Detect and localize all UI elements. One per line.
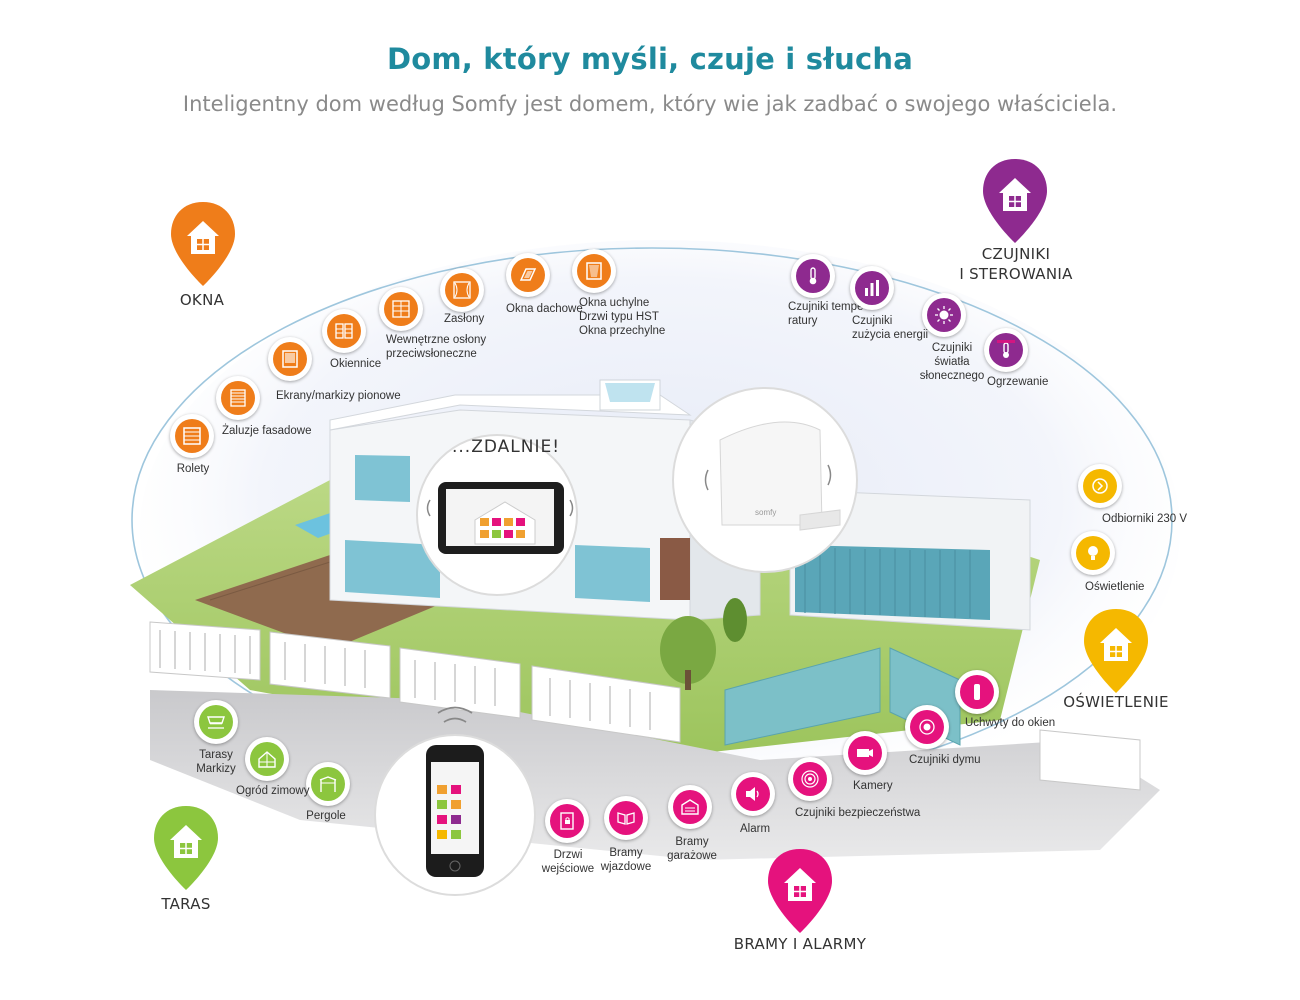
item-label-tarasy: Tarasy Markizy bbox=[196, 749, 236, 775]
heating-thermometer-icon[interactable] bbox=[984, 328, 1028, 372]
phone-bubble bbox=[374, 706, 536, 896]
remote-label: ...ZDALNIE! bbox=[452, 437, 561, 457]
entrance-gate bbox=[724, 647, 881, 746]
item-label-czujniki-dymu: Czujniki dymu bbox=[909, 754, 981, 766]
item-label-czujniki-bezp: Czujniki bezpieczeństwa bbox=[795, 807, 921, 819]
item-label-oslony: Wewnętrzne osłony przeciwsłoneczne bbox=[386, 334, 487, 360]
item-label-czujniki-swiatla: Czujniki światła słonecznego bbox=[919, 342, 985, 382]
item-label-alarm: Alarm bbox=[740, 823, 771, 835]
item-label-ogrod: Ogród zimowy bbox=[236, 785, 310, 797]
shutters-icon[interactable] bbox=[322, 309, 366, 353]
item-label-uchwyty: Uchwyty do okien bbox=[965, 717, 1056, 729]
bramy-pin-icon[interactable] bbox=[764, 845, 836, 941]
driveway-gate-icon[interactable] bbox=[604, 796, 648, 840]
item-label-oswietlenie: Oświetlenie bbox=[1085, 581, 1145, 593]
roof-window-icon[interactable] bbox=[506, 253, 550, 297]
conservatory-icon[interactable] bbox=[245, 737, 289, 781]
item-label-kamery: Kamery bbox=[853, 780, 893, 792]
vertical-screen-icon[interactable] bbox=[268, 337, 312, 381]
energy-bars-icon[interactable] bbox=[850, 266, 894, 310]
item-label-pergole: Pergole bbox=[306, 810, 346, 822]
sun-icon[interactable] bbox=[922, 293, 966, 337]
category-okna: OKNA bbox=[179, 291, 225, 309]
plug-icon[interactable] bbox=[1078, 464, 1122, 508]
czujniki-pin-icon[interactable] bbox=[979, 155, 1051, 251]
page-title: Dom, który myśli, czuje i słucha bbox=[386, 42, 913, 76]
okna-pin-icon[interactable] bbox=[167, 198, 239, 294]
page-subtitle: Inteligentny dom według Somfy jest domem… bbox=[182, 92, 1118, 116]
item-label-rolety: Rolety bbox=[176, 463, 210, 475]
pergola-icon[interactable] bbox=[306, 762, 350, 806]
ground-window bbox=[345, 540, 440, 598]
item-label-okna-uchylne: Okna uchylne Drzwi typu HST Okna przechy… bbox=[579, 297, 666, 337]
curtain-icon[interactable] bbox=[440, 268, 484, 312]
category-bramy: BRAMY I ALARMY bbox=[733, 935, 867, 953]
window-handle-icon[interactable] bbox=[955, 670, 999, 714]
smoke-detector-icon[interactable] bbox=[905, 705, 949, 749]
oswietlenie-pin-icon[interactable] bbox=[1080, 605, 1152, 701]
item-label-okna-dachowe: Okna dachowe bbox=[506, 303, 583, 315]
garage-door-icon[interactable] bbox=[668, 785, 712, 829]
garage-door bbox=[795, 545, 990, 620]
item-label-zaslony: Zasłony bbox=[444, 313, 485, 325]
tilt-window-icon[interactable] bbox=[572, 249, 616, 293]
svg-text:somfy: somfy bbox=[755, 508, 776, 517]
item-label-bramy-wjazdowe: Bramy wjazdowe bbox=[600, 847, 652, 873]
siren-icon[interactable] bbox=[731, 772, 775, 816]
category-oswietlenie: OŚWIETLENIE bbox=[1063, 693, 1169, 711]
front-door bbox=[660, 538, 690, 600]
roller-shutter-icon[interactable] bbox=[170, 414, 214, 458]
tablet-bubble bbox=[416, 434, 578, 596]
taras-pin-icon[interactable] bbox=[150, 802, 222, 898]
item-label-ekrany: Ekrany/markizy pionowe bbox=[276, 390, 401, 402]
item-label-okiennice: Okiennice bbox=[330, 358, 382, 370]
category-czujniki: CZUJNIKI I STEROWANIA bbox=[959, 245, 1073, 283]
item-label-czujniki-temp: Czujniki tempe- ratury bbox=[788, 301, 868, 327]
item-label-drzwi: Drzwi wejściowe bbox=[541, 849, 595, 875]
item-label-zaluzje: Żaluzje fasadowe bbox=[222, 425, 312, 437]
front-fence bbox=[149, 621, 1141, 791]
thermometer-icon[interactable] bbox=[791, 254, 835, 298]
interior-blind-icon[interactable] bbox=[379, 287, 423, 331]
awning-icon[interactable] bbox=[194, 700, 238, 744]
box-bubble: somfy bbox=[672, 387, 858, 573]
motion-sensor-icon[interactable] bbox=[788, 757, 832, 801]
category-taras: TARAS bbox=[161, 895, 211, 913]
item-label-odbiorniki: Odbiorniki 230 V bbox=[1102, 513, 1188, 525]
venetian-blind-icon[interactable] bbox=[216, 376, 260, 420]
item-label-czujniki-energii: Czujniki zużycia energii bbox=[852, 315, 929, 341]
item-label-bramy-garazowe: Bramy garażowe bbox=[667, 836, 717, 862]
door-lock-icon[interactable] bbox=[545, 799, 589, 843]
tree bbox=[660, 616, 716, 684]
light-bulb-icon[interactable] bbox=[1071, 531, 1115, 575]
camera-icon[interactable] bbox=[843, 731, 887, 775]
item-label-ogrzewanie: Ogrzewanie bbox=[987, 376, 1049, 388]
